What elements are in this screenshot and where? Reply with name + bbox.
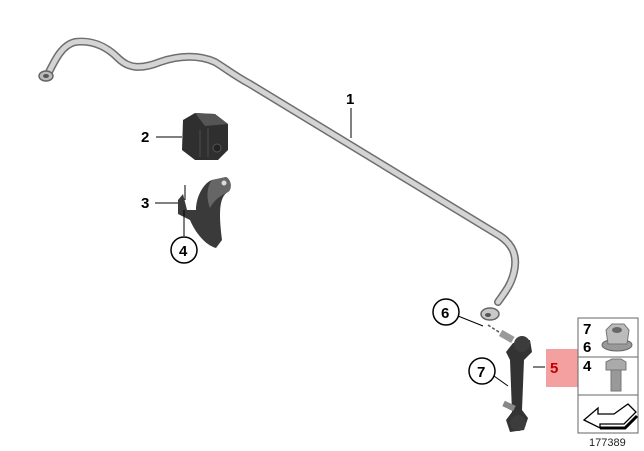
leader-lines (155, 108, 545, 387)
callout-1: 1 (346, 91, 354, 108)
callout-5-highlighted[interactable]: 5 (546, 349, 580, 387)
callout-6: 6 (432, 298, 460, 326)
svg-text:6: 6 (441, 305, 449, 322)
arrow-left-down-icon (582, 403, 639, 430)
legend-number: 4 (583, 358, 592, 375)
callout-3: 3 (141, 195, 149, 212)
hex-bolt-icon (605, 358, 627, 392)
legend-number: 7 (583, 321, 591, 338)
svg-text:7: 7 (477, 364, 485, 381)
link-part[interactable] (487, 324, 532, 432)
bracket-part[interactable] (178, 177, 231, 248)
rubber-mounting-part[interactable] (182, 113, 228, 160)
svg-text:5: 5 (550, 360, 558, 377)
legend-number: 6 (583, 339, 591, 356)
callout-2: 2 (141, 129, 149, 146)
diagram-id: 177389 (589, 437, 626, 449)
callout-4: 4 (170, 236, 198, 264)
hardware-legend: 7 6 4 (577, 317, 639, 434)
stabilizer-bar[interactable] (38, 37, 520, 321)
collar-nut-icon (601, 323, 633, 352)
callout-7: 7 (468, 357, 496, 385)
svg-text:4: 4 (179, 243, 188, 260)
